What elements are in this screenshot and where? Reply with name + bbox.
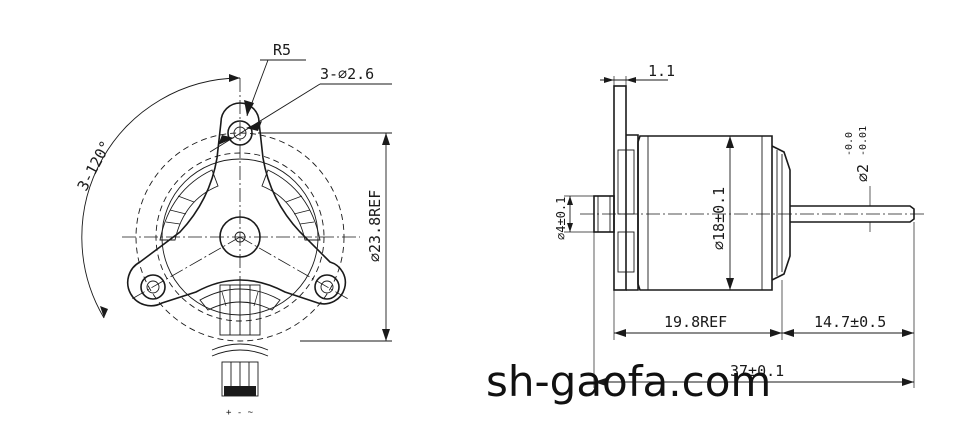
mounting-hole-right-outer: [314, 274, 340, 300]
mounting-flange: [127, 102, 347, 307]
shaft-tol-lower: -0.01: [858, 126, 869, 156]
shaft-diameter-label: ⌀2: [854, 164, 872, 182]
mounting-hole-right: [320, 280, 334, 294]
flange-thickness-label: 1.1: [648, 62, 675, 80]
shaft-tol-upper: -0.0: [844, 132, 855, 156]
mounting-hole-left-outer: [140, 274, 166, 300]
body-length-label: 19.8REF: [664, 313, 727, 331]
dia-arrow-top: [382, 133, 390, 145]
angle-arrow-bottom: [100, 306, 108, 318]
outer-diameter-label: ⌀23.8REF: [366, 190, 384, 262]
hole-leader: [209, 83, 321, 153]
flange-step: [626, 134, 639, 291]
motor-can: [637, 135, 773, 291]
stator-slot-bottom: [199, 288, 281, 311]
angle-label: 3-120°: [74, 138, 115, 194]
angle-dimension-arc: [81, 77, 241, 319]
centerline-left: [129, 236, 241, 301]
dia-arrow-bottom: [382, 329, 390, 341]
stator-slot-right: [261, 169, 321, 241]
shaft-length-label: 14.7±0.5: [814, 313, 886, 331]
side-view: 1.1 ⌀4±0.1 ⌀18±0.1 ⌀2 -0.0 -0.01 19.8REF: [554, 62, 924, 388]
angle-arrow-top: [229, 74, 240, 82]
lead-wires: [211, 284, 269, 397]
flange-plate: [613, 85, 627, 291]
stator-slot-left: [159, 169, 219, 241]
hole-arrow-lower: [218, 135, 234, 145]
centerline-right: [239, 236, 351, 301]
r5-arrow: [244, 100, 254, 116]
watermark: sh-gaofa.com: [486, 357, 771, 406]
total-length-label: 37±0.1: [730, 362, 784, 380]
rear-cap: [771, 145, 791, 281]
lead-polarity-label: + - ~: [226, 408, 254, 418]
front-view: + - ~ 3-120° R5 3-⌀2.6 ⌀23.8REF: [74, 41, 392, 418]
body-diameter-label: ⌀18±0.1: [710, 187, 728, 250]
hole-label: 3-⌀2.6: [320, 65, 374, 83]
slot-hatching: [165, 195, 315, 307]
r5-label: R5: [273, 41, 291, 59]
hub-diameter-label: ⌀4±0.1: [554, 197, 568, 240]
flange-slot-lower: [617, 231, 635, 273]
mounting-hole-left: [146, 280, 160, 294]
hole-arrow-upper: [246, 121, 262, 131]
